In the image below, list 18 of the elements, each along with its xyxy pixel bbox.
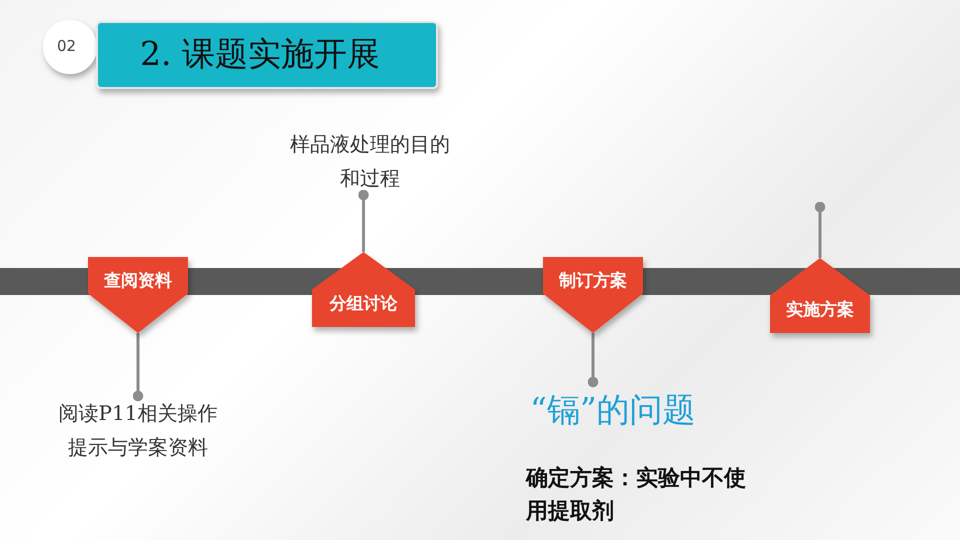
pentagon-marker — [543, 257, 643, 333]
leader-line — [814, 202, 826, 258]
marker-label: 实施方案 — [785, 299, 855, 321]
leader-line — [358, 190, 369, 252]
house-marker — [770, 258, 870, 333]
marker-label: 查阅资料 — [102, 270, 173, 292]
marker-label: 制订方案 — [558, 270, 628, 292]
title: 2. 课题实施开展 — [140, 33, 380, 75]
topic-heading: “镉”的问题 — [530, 382, 760, 438]
house-marker — [312, 252, 415, 327]
leader-line — [588, 333, 598, 388]
marker-label: 分组讨论 — [328, 293, 398, 315]
note-text: 样品液处理的目的和过程 — [290, 127, 450, 195]
note-text: 阅读P11相关操作提示与学案资料 — [58, 396, 218, 498]
section-number: 02 — [57, 37, 76, 55]
conclusion-text: 确定方案：实验中不使用提取剂 — [526, 464, 746, 526]
leader-line — [132, 333, 144, 402]
pentagon-marker — [88, 257, 188, 333]
